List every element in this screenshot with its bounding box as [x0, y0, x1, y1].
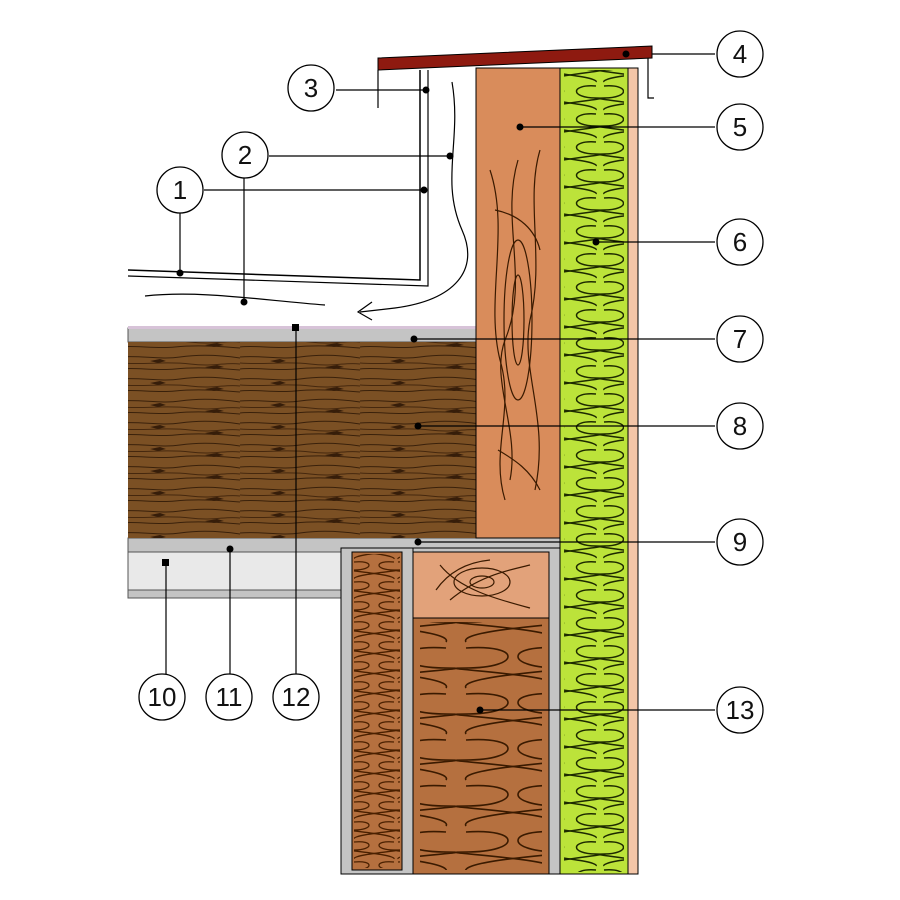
callout-6-label: 6: [733, 227, 747, 257]
callout-9-label: 9: [733, 527, 747, 557]
callout-8: 8: [716, 402, 764, 450]
mineral-wool-pattern: [564, 70, 624, 872]
airflow-arrow-icon: [356, 301, 373, 321]
flashing-drip-right: [647, 58, 654, 99]
exterior-cladding: [627, 67, 639, 875]
callout-5-label: 5: [733, 112, 747, 142]
callout-12-label: 12: [282, 682, 311, 712]
ceiling-panel: [127, 551, 342, 596]
ventilation-airflow-curve: [359, 81, 469, 313]
callout-11-label: 11: [216, 682, 243, 712]
leader-dots: [162, 50, 630, 714]
vertical-timber-beam: [475, 67, 561, 539]
callout-8-label: 8: [733, 411, 747, 441]
roof-membrane: [127, 327, 477, 343]
membrane-upstand: [127, 70, 421, 281]
ceiling-bottom-edge: [127, 589, 342, 599]
callout-3: 3: [287, 64, 335, 112]
beam-grain-lines: [489, 149, 541, 501]
callout-2: 2: [221, 131, 269, 179]
callout-1: 1: [156, 166, 204, 214]
beam-end-grain: [435, 559, 531, 609]
wall-service-insulation-pattern: [354, 554, 400, 868]
callout-13-label: 13: [726, 695, 755, 725]
callout-13: 13: [716, 686, 764, 734]
callout-10: 10: [138, 673, 186, 721]
callout-4: 4: [716, 30, 764, 78]
membrane-upstand-inner: [127, 70, 429, 287]
leader-lines: [165, 53, 715, 711]
callout-9: 9: [716, 518, 764, 566]
timber-slab-grain: [128, 342, 476, 538]
callout-3-label: 3: [304, 73, 318, 103]
callout-7: 7: [716, 315, 764, 363]
callout-7-label: 7: [733, 324, 747, 354]
callout-5: 5: [716, 103, 764, 151]
ventilation-gap-line: [144, 293, 326, 306]
wall-main-insulation-pattern: [420, 622, 542, 870]
callout-1-label: 1: [173, 175, 187, 205]
parapet-flashing: [377, 45, 653, 71]
callout-2-label: 2: [238, 140, 252, 170]
callout-11: 11: [205, 673, 253, 721]
callout-4-label: 4: [733, 39, 747, 69]
callout-10-label: 10: [148, 682, 177, 712]
membrane-top-liner: [128, 326, 476, 329]
callout-6: 6: [716, 218, 764, 266]
callout-12: 12: [272, 673, 320, 721]
